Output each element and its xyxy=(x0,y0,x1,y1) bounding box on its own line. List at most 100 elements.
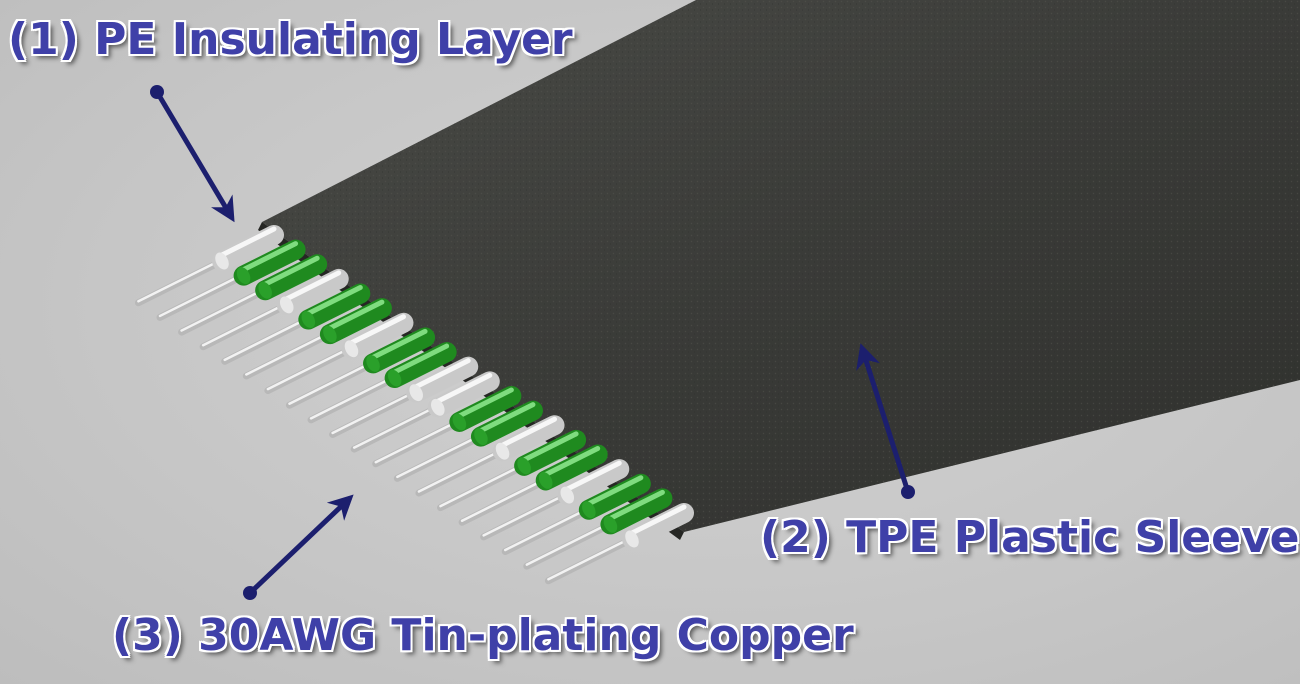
copper-wire-16 xyxy=(458,476,550,526)
conductor-13 xyxy=(393,400,543,482)
pe-insulation-6 xyxy=(319,298,392,345)
copper-wire-highlight-12 xyxy=(374,419,461,464)
copper-wire-highlight-13 xyxy=(396,433,483,479)
insulation-end-cap-18 xyxy=(582,501,596,519)
insulation-end-cap-20 xyxy=(625,530,639,548)
copper-wire-highlight-20 xyxy=(547,536,634,581)
pe-insulation-18 xyxy=(578,473,651,520)
copper-wire-highlight-6 xyxy=(245,331,332,376)
copper-wire-highlight-16 xyxy=(460,477,547,523)
pe-insulation-highlight-7 xyxy=(348,314,406,346)
pe-insulation-highlight-15 xyxy=(521,431,579,463)
callout-arrow-1 xyxy=(150,85,235,223)
pe-insulation-highlight-13 xyxy=(478,402,536,434)
insulation-end-cap-14 xyxy=(495,442,510,460)
copper-wire-highlight-18 xyxy=(503,506,591,552)
conductor-7 xyxy=(264,312,414,395)
conductor-6 xyxy=(242,298,392,380)
copper-wire-highlight-14 xyxy=(417,448,504,493)
conductor-14 xyxy=(415,415,565,497)
insulation-end-cap-16 xyxy=(538,472,553,489)
copper-wire-highlight-1 xyxy=(137,258,224,303)
insulation-end-cap-17 xyxy=(560,486,575,504)
copper-wire-13 xyxy=(393,433,485,482)
pe-insulation-5 xyxy=(298,283,371,330)
insulation-end-cap-4 xyxy=(279,296,294,314)
conductor-10 xyxy=(329,356,479,438)
conductor-15 xyxy=(437,429,587,512)
copper-wire-2 xyxy=(156,272,248,321)
copper-wire-highlight-2 xyxy=(158,272,245,318)
copper-wire-11 xyxy=(350,403,442,453)
pe-insulation-16 xyxy=(535,444,608,491)
insulation-end-cap-10 xyxy=(409,384,423,402)
conductor-3 xyxy=(178,254,328,336)
pe-insulation-highlight-2 xyxy=(241,241,299,273)
copper-wire-4 xyxy=(199,301,291,351)
pe-insulation-9 xyxy=(384,342,457,389)
conductor-8 xyxy=(285,327,436,409)
pe-insulation-highlight-6 xyxy=(327,299,385,331)
pe-insulation-7 xyxy=(341,312,414,359)
conductor-5 xyxy=(221,283,371,365)
pe-insulation-highlight-11 xyxy=(435,372,493,404)
pe-insulation-14 xyxy=(492,415,565,462)
copper-wire-highlight-19 xyxy=(525,521,612,566)
copper-wire-highlight-10 xyxy=(331,389,418,435)
pe-insulation-3 xyxy=(255,254,328,301)
pe-insulation-13 xyxy=(470,400,543,447)
copper-wire-highlight-9 xyxy=(309,375,396,420)
pe-insulation-highlight-9 xyxy=(392,343,450,375)
conductor-19 xyxy=(523,488,673,570)
insulation-end-cap-15 xyxy=(517,457,531,475)
copper-wire-15 xyxy=(437,462,528,512)
copper-wire-17 xyxy=(480,491,571,541)
callout-arrow-3 xyxy=(243,494,354,600)
copper-wire-19 xyxy=(523,520,614,570)
pe-insulation-20 xyxy=(622,503,694,549)
insulation-end-cap-19 xyxy=(603,515,618,533)
tpe-plastic-sleeve xyxy=(258,0,1300,540)
pe-insulation-highlight-16 xyxy=(543,445,601,477)
conductor-9 xyxy=(307,342,457,424)
copper-wire-highlight-11 xyxy=(352,404,440,449)
label-pe-insulating-layer: (1) PE Insulating Layer xyxy=(8,14,573,65)
pe-insulation-15 xyxy=(514,429,587,476)
callout-arrow-2 xyxy=(856,343,915,499)
pe-insulation-4 xyxy=(276,268,349,315)
conductor-16 xyxy=(458,444,608,526)
conductor-20 xyxy=(544,503,694,585)
copper-wire-highlight-8 xyxy=(288,360,375,405)
copper-wire-highlight-3 xyxy=(180,287,267,332)
pe-insulation-highlight-20 xyxy=(629,504,687,536)
insulation-end-cap-7 xyxy=(344,340,359,358)
conductor-2 xyxy=(156,239,306,321)
insulation-end-cap-2 xyxy=(236,267,251,285)
copper-wire-7 xyxy=(264,345,355,395)
copper-wire-1 xyxy=(134,257,226,307)
pe-insulation-8 xyxy=(363,327,436,374)
pe-insulation-highlight-8 xyxy=(370,328,428,360)
pe-insulation-highlight-10 xyxy=(413,358,471,390)
pe-insulation-2 xyxy=(233,239,306,286)
copper-wire-18 xyxy=(501,506,593,556)
conductor-1 xyxy=(134,225,284,307)
copper-wire-12 xyxy=(372,418,463,468)
insulation-end-cap-3 xyxy=(258,281,272,299)
copper-wire-highlight-17 xyxy=(482,492,569,537)
pe-insulation-17 xyxy=(557,459,630,506)
label-tpe-plastic-sleeve: (2) TPE Plastic Sleeve xyxy=(760,512,1300,563)
insulation-end-cap-9 xyxy=(387,369,402,387)
copper-wire-10 xyxy=(329,389,420,438)
conductor-12 xyxy=(372,385,522,468)
copper-wire-highlight-15 xyxy=(439,463,526,508)
pe-insulation-highlight-3 xyxy=(262,255,320,287)
pe-insulation-highlight-19 xyxy=(607,489,665,521)
label-tin-plating-copper: (3) 30AWG Tin-plating Copper xyxy=(112,610,854,661)
copper-wire-highlight-7 xyxy=(266,346,353,391)
pe-insulation-19 xyxy=(600,488,673,535)
pe-insulation-highlight-18 xyxy=(586,475,644,507)
pe-insulation-highlight-14 xyxy=(500,416,558,448)
